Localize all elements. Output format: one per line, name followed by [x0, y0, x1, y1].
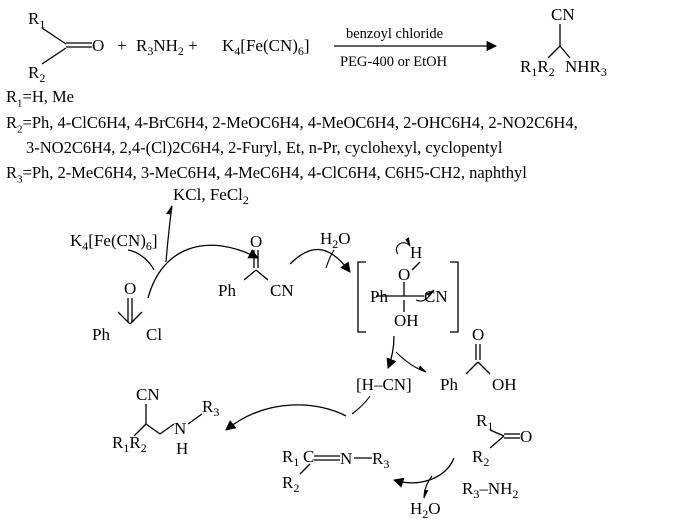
hcn-label: [H–CN] [356, 375, 412, 394]
ketone-reactant [41, 27, 92, 65]
imine-c: C [303, 447, 314, 466]
water-label-bottom: H2O [410, 499, 441, 521]
mechanism-product-h: H [176, 439, 188, 458]
ferrocyanide-reactant: K4[Fe(CN)6] [222, 36, 310, 58]
r3-def-sub: 3 [17, 173, 23, 186]
imine [299, 455, 372, 475]
r3-def-label: R [6, 163, 18, 182]
r1-label: R1 [28, 9, 45, 31]
benzoyl-cyanide-oxygen: O [250, 232, 262, 251]
benzoyl-cyanide-cn: CN [270, 281, 294, 300]
mechanism-ketone-r2: R2 [472, 447, 489, 469]
r2-def-values-2: 3-NO2C6H4, 2,4-(Cl)2C6H4, 2-Furyl, Et, n… [26, 138, 503, 157]
acylation-arrow [147, 244, 259, 299]
imine-r3: R3 [372, 449, 389, 471]
product-r1r2: R1R2 [520, 57, 555, 79]
intermediate-bracket [357, 261, 459, 333]
condensation-arrow [393, 457, 455, 488]
r1-definition: R1=H, Me [6, 87, 74, 109]
cyanide-leave-arrow [415, 289, 435, 302]
benzoic-acid-oxygen: O [472, 325, 484, 344]
ferrocyanide-label: K4[Fe(CN)6] [70, 231, 158, 253]
benzoyl-chloride-ph: Ph [92, 325, 110, 344]
mechanism-product [133, 404, 203, 437]
product-nhr3: NHR3 [565, 57, 607, 79]
mechanism-product-r3: R3 [202, 397, 219, 419]
r2-def-label: R [6, 113, 18, 132]
r2-def-sub: 2 [17, 123, 23, 136]
benzoyl-chloride-oxygen: O [124, 279, 136, 298]
benzoyl-chloride-cl: Cl [146, 325, 162, 344]
mechanism-product-cn: CN [136, 385, 160, 404]
hydration-arrow [289, 248, 351, 273]
r2-definition-line2: 3-NO2C6H4, 2,4-(Cl)2C6H4, 2-Furyl, Et, n… [26, 138, 502, 158]
mechanism-amine: R3–NH2 [462, 479, 518, 501]
water-label-top: H2O [320, 229, 351, 251]
r1-def-sub: 1 [17, 97, 23, 110]
benzoyl-cyanide [243, 250, 269, 281]
benzoyl-cyanide-ph: Ph [218, 281, 236, 300]
mechanism-ketone-o: O [520, 427, 532, 446]
benzoic-acid-out-arrow [395, 351, 427, 373]
mechanism-product-r1r2: R1R2 [112, 433, 147, 455]
r1-def-label: R [6, 87, 18, 106]
mechanism-ketone [489, 429, 520, 449]
intermediate-h: H [410, 243, 422, 262]
imine-r2: R2 [282, 473, 299, 495]
r3-def-values: =Ph, 2-MeC6H4, 3-MeC6H4, 4-MeC6H4, 4-ClC… [22, 163, 527, 182]
water-in-arrow [325, 249, 335, 269]
product-cn: CN [551, 5, 575, 24]
plus-sign: + [117, 36, 127, 55]
benzoic-acid-oh: OH [492, 375, 517, 394]
mechanism-ketone-r1: R1 [476, 411, 493, 433]
benzoic-acid [465, 344, 491, 375]
mechanism-product-n: N [174, 419, 186, 438]
reaction-condition-bottom: PEG-400 or EtOH [340, 54, 448, 70]
water-out-arrow [423, 475, 433, 499]
cyanide-addition-arrow [225, 404, 347, 431]
r2-definition-line1: R2=Ph, 4-ClC6H4, 4-BrC6H4, 2-MeOC6H4, 4-… [6, 113, 578, 135]
r1-def-values: =H, Me [22, 87, 74, 106]
amine-reactant: R3NH2 + [136, 36, 198, 58]
oxygen-label: O [92, 36, 104, 55]
r3-definition: R3=Ph, 2-MeC6H4, 3-MeC6H4, 4-MeC6H4, 4-C… [6, 163, 527, 185]
imine-n: N [340, 449, 352, 468]
elimination-arrow [386, 335, 397, 369]
reaction-condition-top: benzoyl chloride [346, 26, 443, 42]
proton-shift-arrow [395, 237, 411, 255]
aminonitrile-product [547, 24, 571, 59]
kcl-fecl2-label: KCl, FeCl2 [173, 185, 249, 207]
salt-out-arrow [165, 205, 173, 263]
benzoyl-chloride [117, 298, 143, 325]
imine-r1: R1 [282, 447, 299, 469]
hcn-in-arrow [351, 395, 371, 415]
r2-def-values-1: =Ph, 4-ClC6H4, 4-BrC6H4, 2-MeOC6H4, 4-Me… [22, 113, 578, 132]
r2-label: R2 [28, 63, 45, 85]
intermediate-oh: OH [394, 311, 419, 330]
ferrocyanide-in-arrow [127, 249, 155, 271]
benzoic-acid-ph: Ph [440, 375, 458, 394]
intermediate-o: O [398, 265, 410, 284]
intermediate-cn: CN [424, 287, 448, 306]
intermediate-ph: Ph [370, 287, 388, 306]
